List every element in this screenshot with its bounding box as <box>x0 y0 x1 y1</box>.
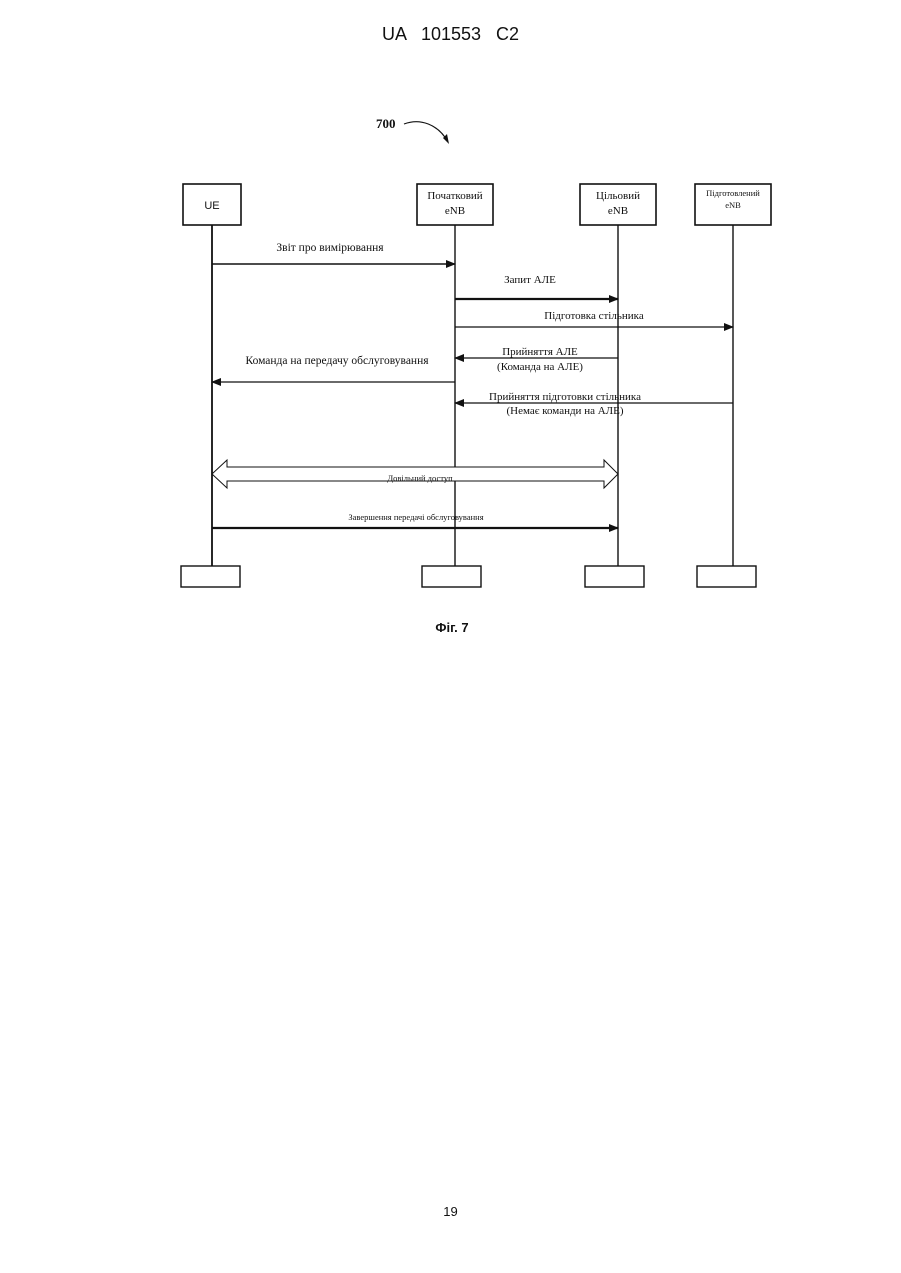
msg-cell-prep-accept: Прийняття підготовки стільника <box>489 391 641 403</box>
entity-prepared-label-2: eNB <box>725 200 741 210</box>
entity-source-enb: Початковий eNB <box>417 184 493 225</box>
entity-ue: UE <box>183 184 241 225</box>
msg-random-access: Довільний доступ <box>387 473 453 483</box>
msg-no-ale-command: (Немає команди на АЛЕ) <box>507 405 624 417</box>
end-box-target <box>585 566 644 587</box>
end-box-ue <box>181 566 240 587</box>
msg-measurement-report: Звіт про вимірювання <box>276 242 384 254</box>
entity-prepared-enb: Підготовлений eNB <box>695 184 771 225</box>
entity-target-enb: Цільовий eNB <box>580 184 656 225</box>
entity-source-label-2: eNB <box>445 205 465 217</box>
entity-target-label-2: eNB <box>608 205 628 217</box>
figure-caption: Фіг. 7 <box>435 620 468 635</box>
msg-handover-command: Команда на передачу обслуговування <box>245 355 429 367</box>
entity-target-label-1: Цільовий <box>596 190 640 202</box>
msg-handover-complete: Завершення передачі обслуговування <box>348 512 483 522</box>
msg-ale-accept: Прийняття АЛЕ <box>502 346 578 358</box>
ref-arrow <box>404 122 448 142</box>
entity-ue-label: UE <box>204 200 219 212</box>
msg-cell-preparation: Підготовка стільника <box>544 310 644 322</box>
msg-ale-command: (Команда на АЛЕ) <box>497 361 583 373</box>
entity-source-label-1: Початковий <box>427 190 482 202</box>
end-box-source <box>422 566 481 587</box>
ref-numeral: 700 <box>376 116 396 131</box>
entity-prepared-label-1: Підготовлений <box>706 188 760 198</box>
page-number: 19 <box>0 1204 901 1219</box>
end-box-prepared <box>697 566 756 587</box>
msg-ale-request: Запит АЛЕ <box>504 274 556 286</box>
